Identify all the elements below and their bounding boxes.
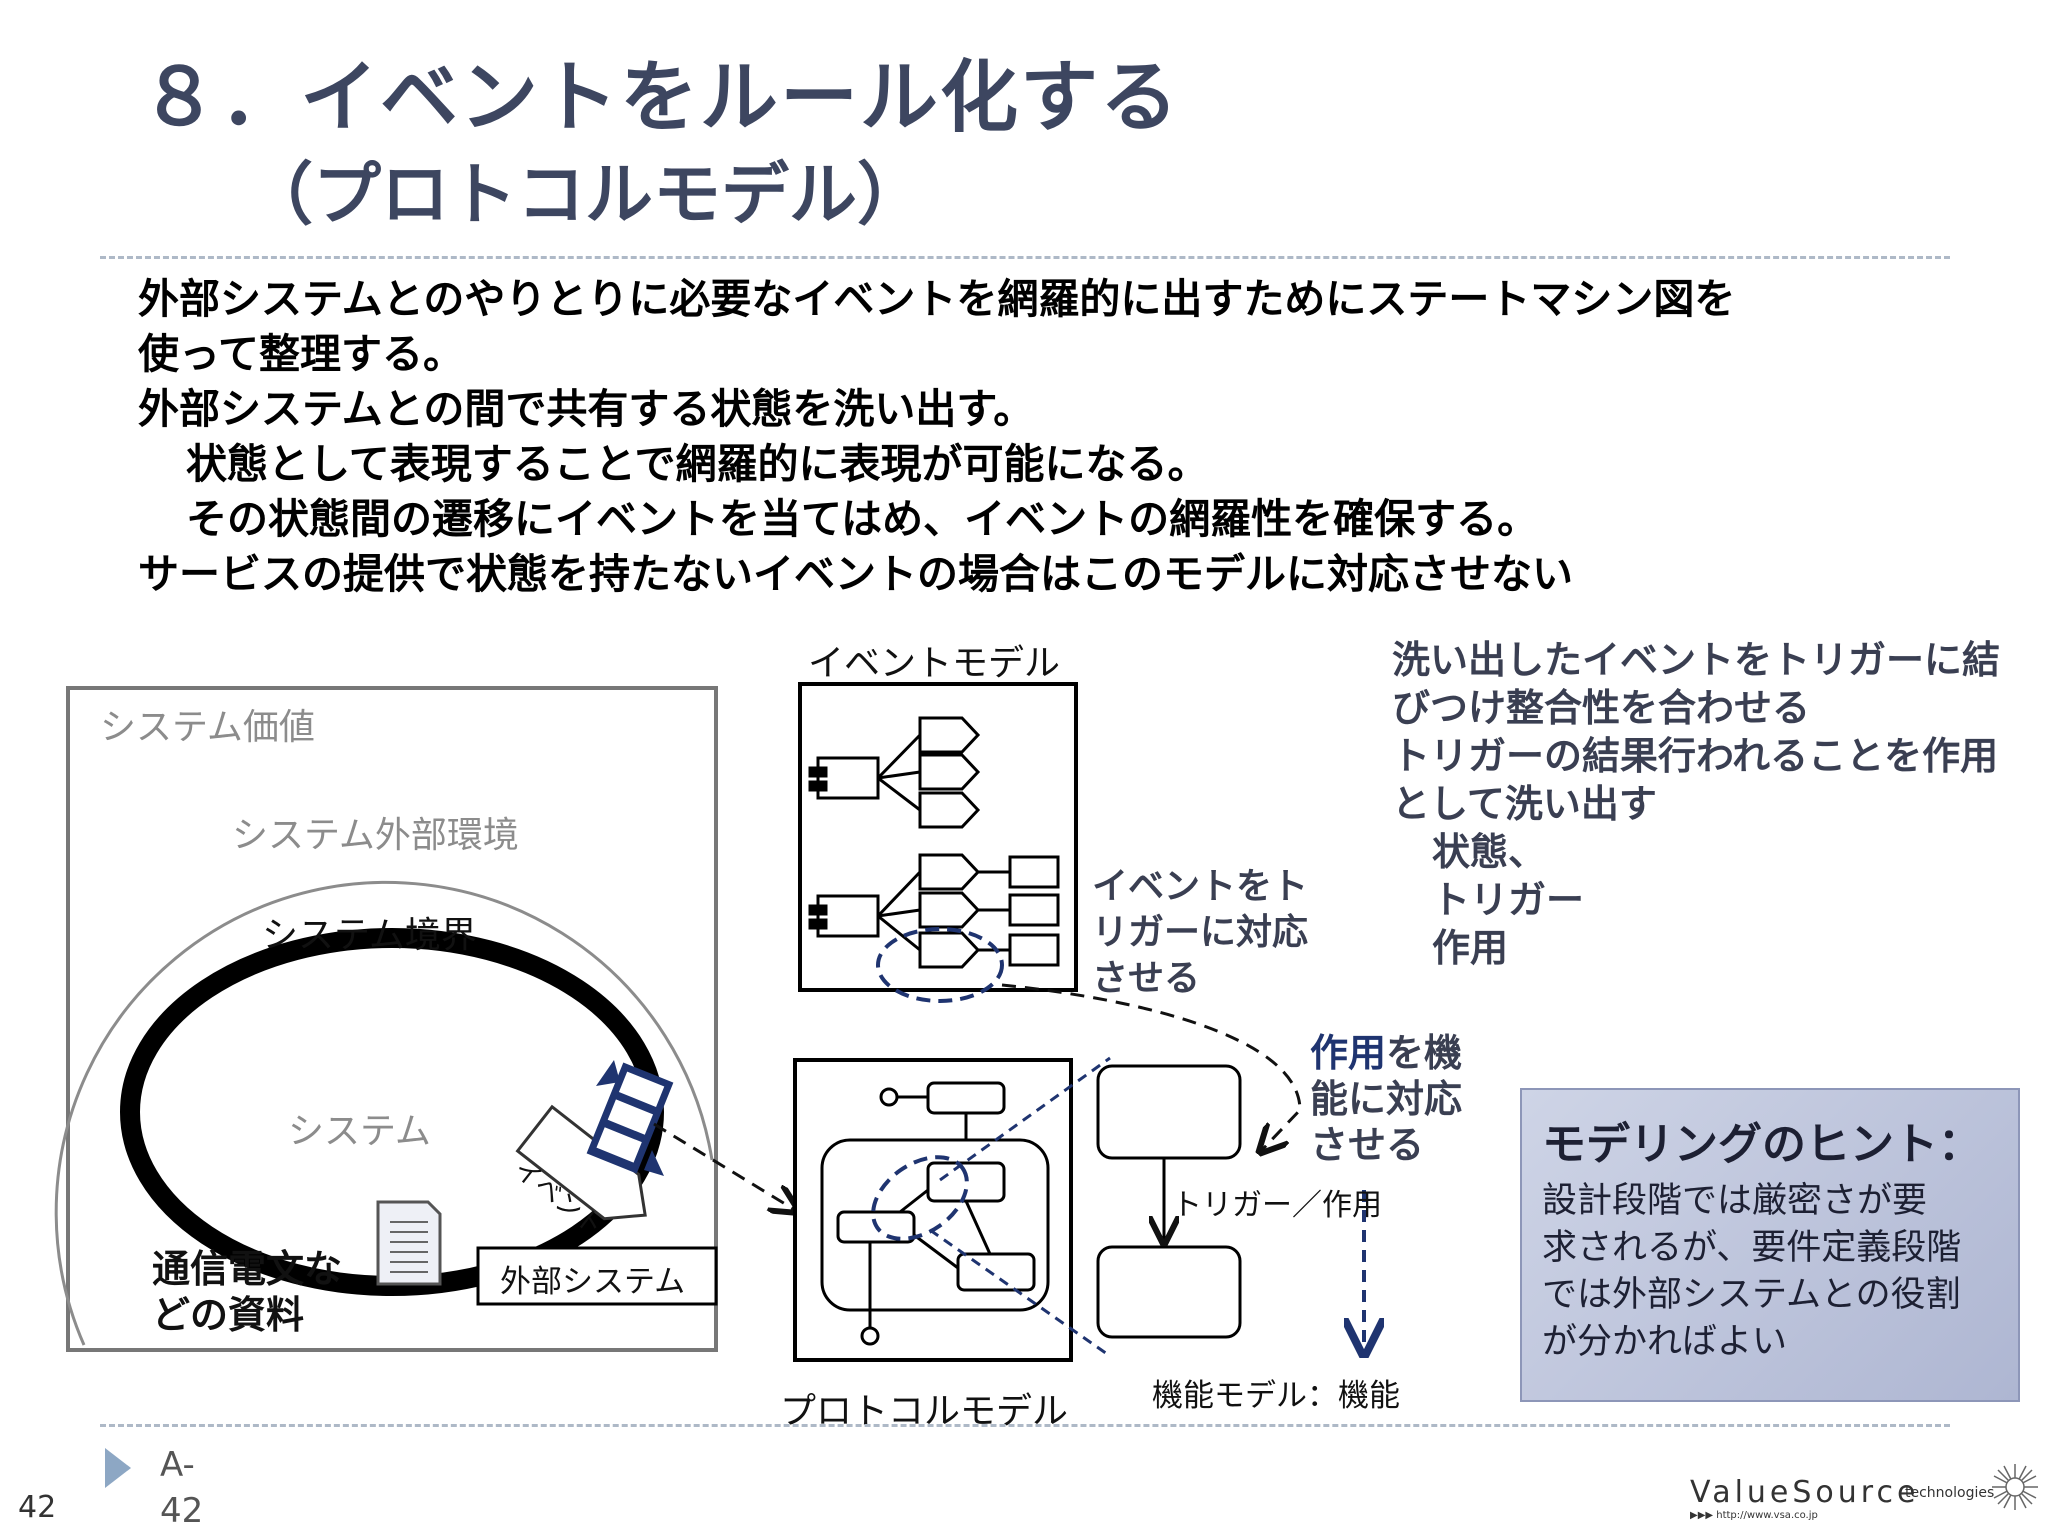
note-line: させる bbox=[1092, 958, 1201, 999]
event-model-tree-1 bbox=[808, 716, 981, 829]
note-line: リガーに対応 bbox=[1092, 912, 1309, 953]
ref-line: 42 bbox=[160, 1491, 204, 1531]
right-note-line: 洗い出したイベントをトリガーに結 bbox=[1392, 638, 2001, 682]
state-machine bbox=[820, 1081, 1050, 1346]
external-env-arc bbox=[54, 880, 714, 1346]
external-env-label: システム外部環境 bbox=[232, 815, 519, 856]
arrow-to-protocol bbox=[653, 1122, 795, 1210]
projection-line-top bbox=[939, 1056, 1111, 1182]
hint-body: 設計段階では厳密さが要 求されるが、要件定義段階 では外部システムとの役割 が分… bbox=[1542, 1178, 1998, 1366]
effect-note-rest: を機 bbox=[1386, 1031, 1463, 1075]
note-line: 能に対応 bbox=[1310, 1077, 1463, 1121]
system-boundary-label: システム境界 bbox=[262, 915, 477, 956]
footer-divider bbox=[100, 1424, 1950, 1427]
interface-gateway bbox=[586, 1062, 674, 1174]
body-line: 使って整理する。 bbox=[138, 330, 464, 378]
hint-title: モデリングのヒント： bbox=[1542, 1119, 1982, 1170]
slide-subtitle: （プロトコルモデル） bbox=[245, 155, 926, 235]
body-text: 外部システムとのやりとりに必要なイベントを網羅的に出すためにステートマシン図を … bbox=[138, 272, 1928, 602]
gateway-arrow-up bbox=[596, 1060, 620, 1086]
hint-line: 求されるが、要件定義段階 bbox=[1542, 1228, 1962, 1268]
hint-line: が分かればよい bbox=[1542, 1322, 1788, 1362]
function-model-label: 機能モデル：機能 bbox=[1152, 1378, 1400, 1414]
note-line: イベントをト bbox=[1092, 866, 1309, 907]
documents-label: 通信電文な どの資料 bbox=[152, 1246, 342, 1338]
right-note-line: びつけ整合性を合わせる bbox=[1392, 686, 1811, 730]
system-label: システム bbox=[288, 1111, 431, 1152]
map-to-trigger-note: イベントをト リガーに対応 させる bbox=[1092, 864, 1308, 1002]
right-note-line: トリガー bbox=[1432, 878, 1585, 922]
function-state-top bbox=[1096, 1064, 1242, 1160]
right-notes: 洗い出したイベントをトリガーに結 びつけ整合性を合わせる トリガーの結果行われる… bbox=[1392, 636, 2042, 972]
arrow-to-function bbox=[1001, 983, 1302, 1150]
hint-line: 設計段階では厳密さが要 bbox=[1542, 1181, 1928, 1221]
note-line: させる bbox=[1310, 1123, 1425, 1167]
function-state-bottom bbox=[1096, 1245, 1242, 1339]
company-url: ▶▶▶ http://www.vsa.co.jp bbox=[1690, 1510, 1818, 1521]
documents-label-line: 通信電文な bbox=[152, 1247, 343, 1291]
sun-logo-icon bbox=[1992, 1464, 2038, 1510]
ref-line: A- bbox=[160, 1445, 195, 1485]
external-system-box bbox=[476, 1246, 718, 1306]
documents-label-line: どの資料 bbox=[152, 1293, 305, 1337]
right-note-line: 状態、 bbox=[1432, 830, 1547, 874]
company-logo-sub: technologies bbox=[1905, 1485, 1995, 1501]
trigger-effect-label: トリガー／作用 bbox=[1172, 1188, 1382, 1223]
external-system-label: 外部システム bbox=[500, 1264, 686, 1300]
body-line: 外部システムとの間で共有する状態を洗い出す。 bbox=[138, 385, 1035, 433]
bullet-triangle-icon bbox=[105, 1448, 131, 1488]
effect-note-strong: 作用 bbox=[1310, 1031, 1387, 1075]
slide-title: ８．イベントをルール化する bbox=[140, 52, 1181, 143]
transition-highlight-ellipse bbox=[871, 1155, 969, 1241]
modeling-hint-box: モデリングのヒント： 設計段階では厳密さが要 求されるが、要件定義段階 では外部… bbox=[1520, 1088, 2020, 1402]
event-model-tree-2 bbox=[808, 853, 1060, 969]
system-value-label: システム価値 bbox=[100, 707, 315, 748]
slide-reference: A- 42 bbox=[160, 1442, 220, 1534]
company-logo: ValueSource bbox=[1690, 1475, 1920, 1510]
body-line: その状態間の遷移にイベントを当てはめ、イベントの網羅性を確保する。 bbox=[186, 495, 1539, 543]
projection-line-bottom bbox=[929, 1228, 1111, 1358]
body-line: サービスの提供で状態を持たないイベントの場合はこのモデルに対応させない bbox=[138, 550, 1573, 598]
right-note-line: 作用 bbox=[1432, 926, 1509, 970]
right-note-line: として洗い出す bbox=[1392, 782, 1657, 826]
document-icon bbox=[376, 1200, 442, 1286]
event-highlight-ellipse bbox=[876, 927, 1004, 1003]
slide-number: 42 bbox=[18, 1490, 57, 1525]
hint-line: では外部システムとの役割 bbox=[1542, 1275, 1961, 1315]
gateway-arrow-down bbox=[644, 1150, 664, 1176]
event-model-label: イベントモデル bbox=[808, 643, 1061, 684]
body-line: 外部システムとのやりとりに必要なイベントを網羅的に出すためにステートマシン図を bbox=[138, 275, 1736, 323]
body-line: 状態として表現することで網羅的に表現が可能になる。 bbox=[186, 440, 1209, 488]
effect-note: 作用を機 能に対応 させる bbox=[1310, 1030, 1462, 1168]
title-divider bbox=[100, 256, 1950, 259]
right-note-line: トリガーの結果行われることを作用 bbox=[1392, 734, 1999, 778]
